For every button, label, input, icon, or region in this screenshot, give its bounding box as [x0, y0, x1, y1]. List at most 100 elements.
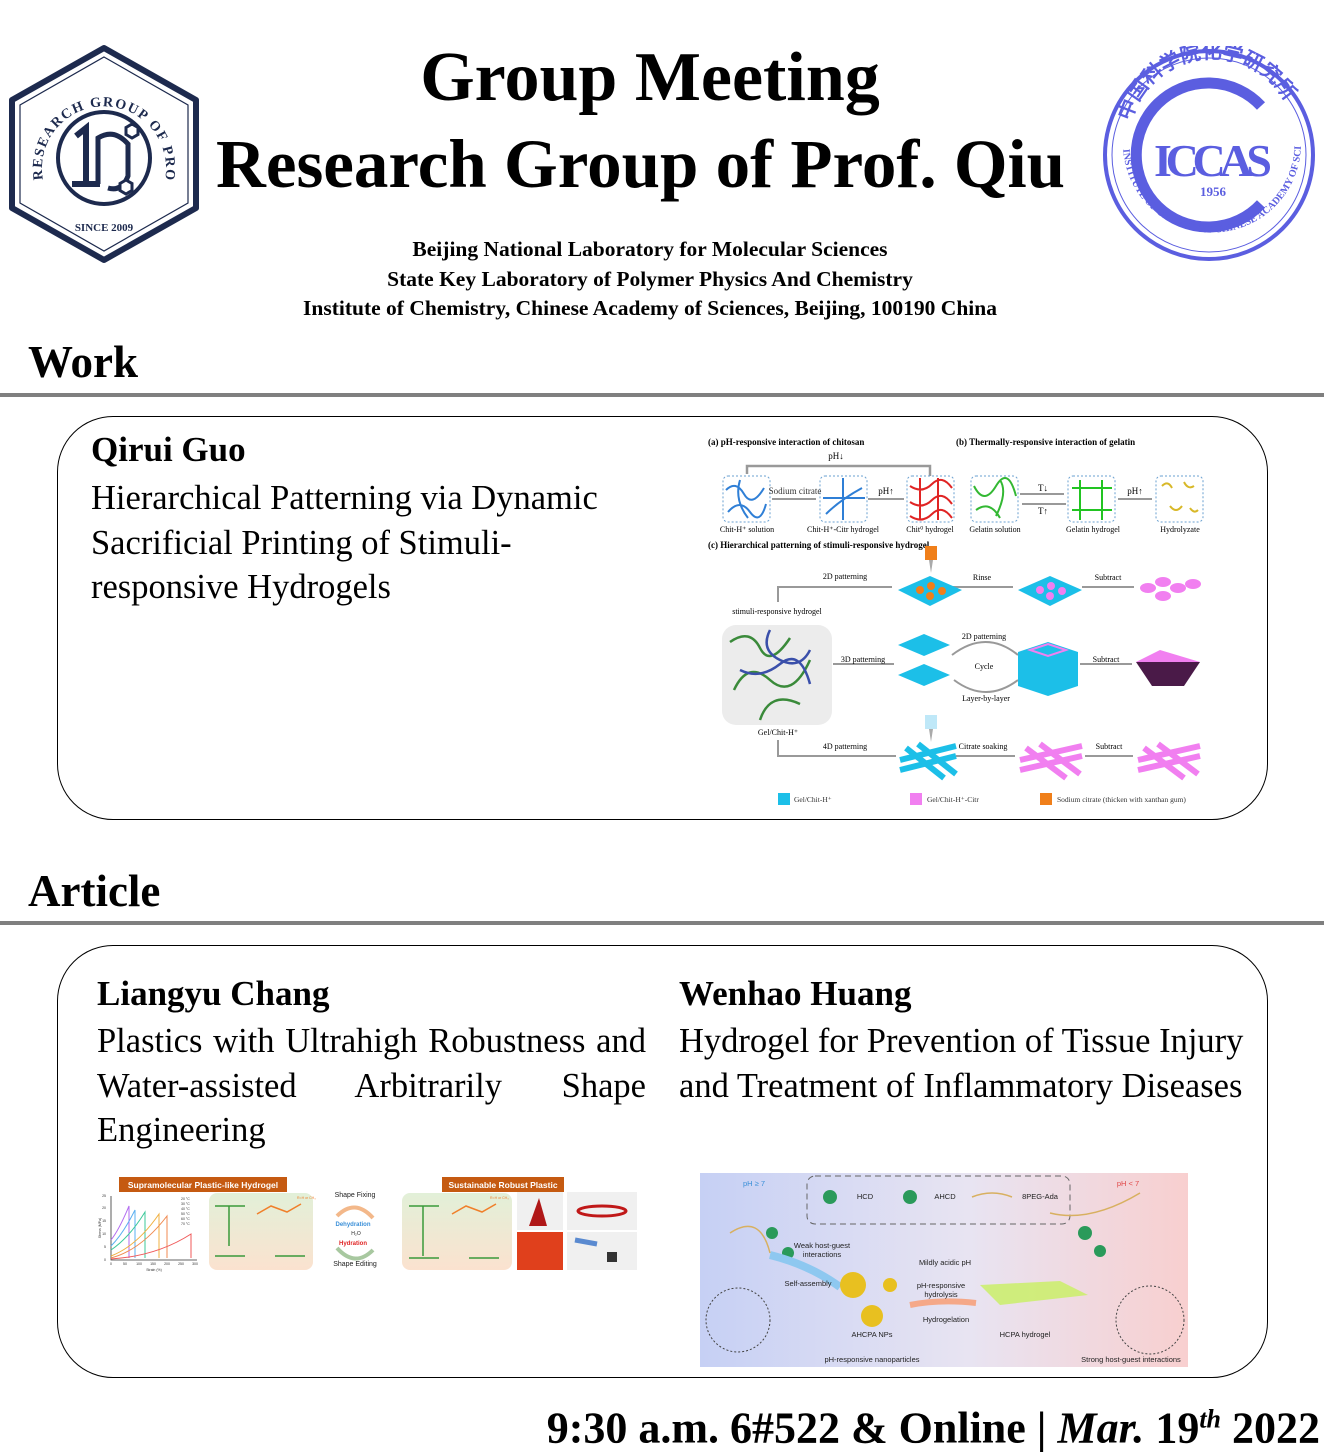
- presenter-name: Wenhao Huang: [679, 974, 912, 1013]
- presenter-name: Qirui Guo: [91, 430, 246, 469]
- hydrogel-label: HCPA hydrogel: [1000, 1330, 1051, 1339]
- section-divider: [0, 921, 1324, 925]
- x-tick: 100: [136, 1262, 142, 1266]
- self-assembly-label: Self-assembly: [784, 1279, 831, 1288]
- ph-high-label: pH ≥ 7: [743, 1179, 765, 1188]
- section-title-article: Article: [28, 866, 161, 916]
- arrow-label: Cycle: [975, 662, 994, 671]
- date: Mar.: [1057, 1404, 1144, 1453]
- day-suffix: th: [1199, 1404, 1221, 1433]
- y-tick: 20: [102, 1206, 106, 1210]
- y-axis-label: Stress (MPa): [98, 1218, 102, 1238]
- figure-banner: Sustainable Robust Plastic: [448, 1180, 557, 1190]
- affiliations: Beijing National Laboratory for Molecula…: [0, 235, 1300, 324]
- legend-label: 60 °C: [181, 1217, 190, 1221]
- water-label: H₂O: [351, 1231, 361, 1237]
- sodium-citrate-label: Sodium citrate: [769, 486, 822, 496]
- ph-up-label: pH↑: [1127, 486, 1143, 496]
- meeting-info: 9:30 a.m. 6#522 & Online | Mar. 19th 202…: [547, 1394, 1320, 1454]
- y-tick: 5: [104, 1245, 106, 1249]
- t-up-label: T↑: [1038, 506, 1048, 516]
- work-card: [57, 416, 1268, 820]
- y-tick: 0: [104, 1258, 106, 1262]
- arrow-label: 2D patterning: [962, 632, 1006, 641]
- affiliation-line: Beijing National Laboratory for Molecula…: [412, 237, 888, 261]
- legend-label: Gel/Chit-H⁺: [794, 795, 832, 804]
- y-tick: 10: [102, 1232, 106, 1236]
- state-label: Hydrolyzate: [1160, 525, 1200, 534]
- time-place: 9:30 a.m. 6#522 & Online |: [546, 1403, 1058, 1453]
- arrow-label: Subtract: [1095, 573, 1122, 582]
- arrow-label: 4D patterning: [823, 742, 867, 751]
- y-tick: 25: [102, 1194, 106, 1198]
- ph-low-label: pH < 7: [1117, 1179, 1139, 1188]
- arrow-label: Layer-by-layer: [962, 694, 1010, 703]
- logo-since: SINCE 2009: [75, 222, 134, 234]
- legend-label: 20 °C: [181, 1197, 190, 1201]
- presenter-name: Liangyu Chang: [97, 974, 330, 1013]
- hydrogelation-label: Hydrogelation: [923, 1315, 969, 1324]
- legend-swatch-cyan: [778, 793, 790, 805]
- section-title-work: Work: [28, 337, 139, 387]
- state-label: Chit-H⁺ solution: [720, 525, 774, 534]
- t-down-label: T↓: [1038, 483, 1048, 493]
- research-group-logo: SINCE 2009 RESEARCH GROUP OF PROF. DONG …: [6, 44, 199, 263]
- panel-a-title: (a) pH-responsive interaction of chitosa…: [708, 437, 864, 447]
- work-title: Hierarchical Patterning via Dynamic Sacr…: [91, 479, 598, 606]
- x-tick: 150: [150, 1262, 156, 1266]
- article-title: Plastics with Ultrahigh Robustness and W…: [97, 1022, 646, 1149]
- article-card: [57, 945, 1268, 1378]
- hydrolysis-label: hydrolysis: [924, 1290, 958, 1299]
- mild-label: Mildly acidic pH: [919, 1258, 971, 1267]
- arrow-label: 2D patterning: [823, 572, 867, 581]
- dehydration-label: Dehydration: [335, 1222, 370, 1228]
- page-title: Group Meeting: [420, 39, 880, 116]
- x-tick: 250: [178, 1262, 184, 1266]
- article-title: Hydrogel for Prevention of Tissue Injury…: [679, 1022, 1244, 1105]
- state-label: Chit⁰ hydrogel: [906, 525, 954, 534]
- panel-c-title: (c) Hierarchical patterning of stimuli-r…: [708, 540, 930, 550]
- plastic-figure: Supramolecular Plastic-like Hydrogel Sus…: [98, 1177, 637, 1272]
- legend-label: Gel/Chit-H⁺-Citr: [927, 795, 979, 804]
- arrow-label: Subtract: [1096, 742, 1123, 751]
- ph-down-label: pH↓: [828, 451, 844, 461]
- nps-label: AHCPA NPs: [851, 1330, 892, 1339]
- year: 2022: [1221, 1403, 1320, 1453]
- stimuli-label: stimuli-responsive hydrogel: [732, 607, 822, 616]
- x-tick: 50: [123, 1262, 127, 1266]
- legend-peg: 8PEG-Ada: [1022, 1192, 1059, 1201]
- affiliation-line: Institute of Chemistry, Chinese Academy …: [303, 296, 997, 320]
- affiliation-line: State Key Laboratory of Polymer Physics …: [387, 266, 913, 291]
- legend-swatch-orange: [1040, 793, 1052, 805]
- legend-label: 70 °C: [181, 1222, 190, 1226]
- state-label: Gelatin solution: [969, 525, 1020, 534]
- strong-caption: Strong host-guest interactions: [1081, 1355, 1181, 1364]
- hydrogel-figure: pH ≥ 7 pH < 7 HCD AHCD 8PEG-Ada Weak hos…: [700, 1173, 1188, 1367]
- section-divider: [0, 393, 1324, 397]
- arrow-label: 3D patterning: [841, 655, 885, 664]
- legend-hcd: HCD: [857, 1192, 874, 1201]
- legend-ahcd: AHCD: [934, 1192, 956, 1201]
- y-tick: 15: [102, 1219, 106, 1223]
- weak-label: Weak host-guest: [794, 1241, 851, 1250]
- x-tick: 300: [192, 1262, 198, 1266]
- shape-fixing-label: Shape Fixing: [335, 1192, 376, 1199]
- ph-up-label: pH↑: [878, 486, 894, 496]
- r-group-label: R=H or CH₃: [297, 1196, 316, 1200]
- nano-caption: pH-responsive nanoparticles: [824, 1355, 919, 1364]
- iccas-logo: 中国科学院化学研究所 INSTITUTE OF CHEMISTRY CHINES…: [1101, 46, 1315, 261]
- x-tick: 0: [110, 1262, 112, 1266]
- state-label: Gelatin hydrogel: [1066, 525, 1121, 534]
- logo-year: 1956: [1200, 184, 1227, 199]
- legend-label: 50 °C: [181, 1212, 190, 1216]
- day: 19: [1144, 1403, 1200, 1453]
- x-axis-label: Strain (%): [146, 1268, 162, 1272]
- state-label: Chit-H⁺-Citr hydrogel: [807, 525, 880, 534]
- shape-editing-label: Shape Editing: [333, 1261, 377, 1268]
- hydration-label: Hydration: [339, 1241, 367, 1247]
- panel-b-title: (b) Thermally-responsive interaction of …: [956, 437, 1135, 447]
- group-title: Research Group of Prof. Qiu: [216, 126, 1066, 202]
- legend-swatch-pink: [910, 793, 922, 805]
- arrow-label: Citrate soaking: [959, 742, 1008, 751]
- legend-label: Sodium citrate (thicken with xanthan gum…: [1057, 795, 1186, 804]
